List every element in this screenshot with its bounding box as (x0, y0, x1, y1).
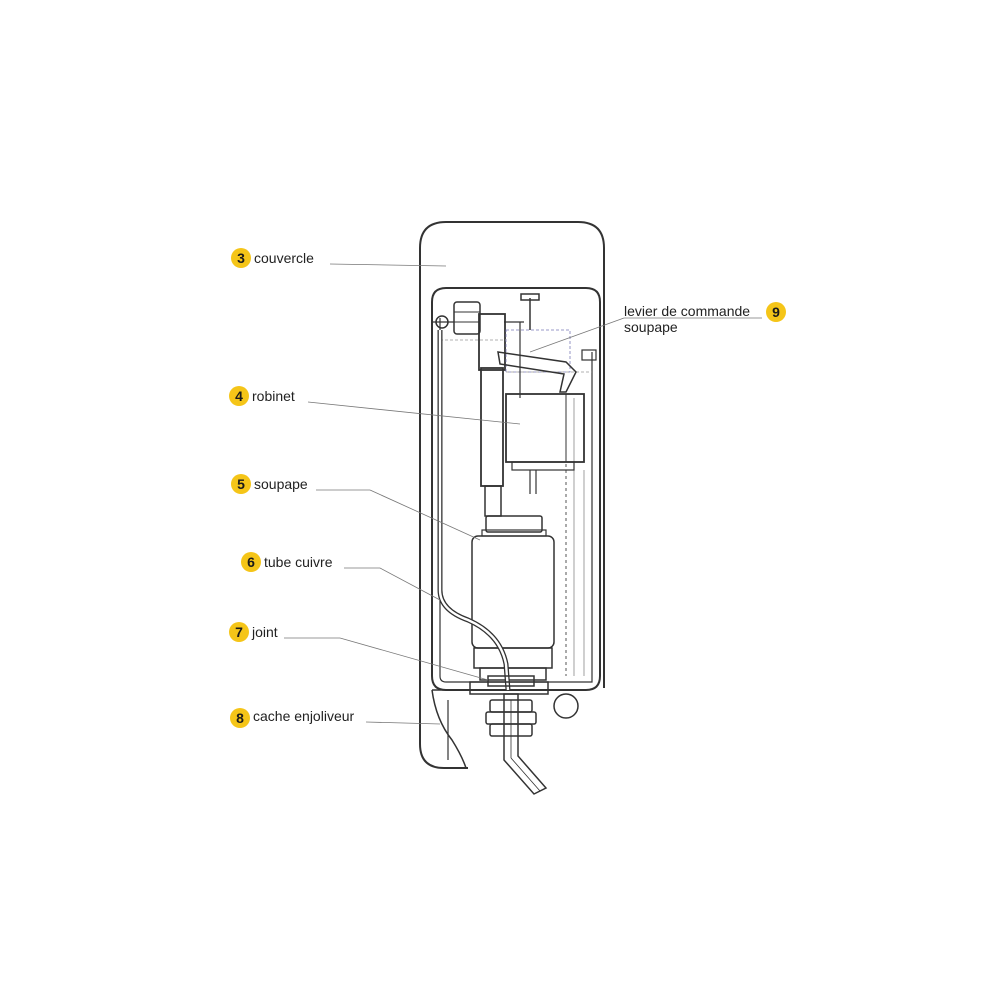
tank-inner-wall (439, 318, 593, 683)
copper-tube (437, 330, 511, 691)
badge-3-number: 3 (237, 250, 245, 266)
badge-5-number: 5 (237, 476, 245, 492)
label-9: 9 levier de commande soupape (624, 302, 786, 335)
label-4: 4 robinet (229, 386, 295, 406)
top-rod-cap (520, 293, 540, 301)
valve-housing (505, 393, 585, 463)
leader-lines (284, 263, 762, 725)
label-levier-soupape: soupape (624, 319, 678, 335)
drain-knob (553, 693, 579, 719)
badge-8-number: 8 (236, 710, 244, 726)
float-base (473, 647, 553, 669)
label-5: 5 soupape (231, 474, 308, 494)
outlet-pipe (503, 693, 548, 795)
label-levier-de-commande: levier de commande (624, 303, 750, 319)
float-cap-ring (481, 529, 547, 537)
badge-3 (231, 248, 251, 268)
cistern-outer-shell (419, 221, 605, 769)
label-joint: joint (251, 624, 278, 640)
cache-enjoliveur-shape (431, 689, 467, 769)
label-tube-cuivre: tube cuivre (264, 554, 333, 570)
inlet-nut (453, 301, 481, 335)
leader-levier (529, 317, 625, 353)
label-robinet: robinet (252, 388, 295, 404)
overflow-clip (581, 349, 597, 361)
badge-4-number: 4 (235, 388, 243, 404)
badge-6 (241, 552, 261, 572)
float-cap (485, 515, 543, 533)
badge-7 (229, 622, 249, 642)
badge-7-number: 7 (235, 624, 243, 640)
label-8: 8 cache enjoliveur (230, 708, 355, 728)
float-base-lower (479, 667, 547, 681)
badge-4 (229, 386, 249, 406)
cistern-illustration (419, 221, 605, 795)
label-cache-enjoliveur: cache enjoliveur (253, 708, 355, 724)
leader-tube-cuivre-2 (379, 567, 441, 601)
leader-couvercle (329, 263, 447, 267)
robinet-lower (484, 485, 502, 517)
copper-tube-inner (438, 330, 510, 691)
badge-8 (230, 708, 250, 728)
leader-joint-2 (339, 637, 489, 681)
label-6: 6 tube cuivre (241, 552, 333, 572)
robinet-body (480, 367, 504, 487)
badge-9 (766, 302, 786, 322)
label-3: 3 couvercle (231, 248, 314, 268)
badge-5 (231, 474, 251, 494)
valve-housing-foot (511, 461, 575, 471)
label-soupape: soupape (254, 476, 308, 492)
leader-soupape-2 (369, 489, 481, 541)
leader-robinet (307, 401, 521, 425)
robinet-body-upper (478, 313, 506, 371)
label-7: 7 joint (229, 622, 278, 642)
badge-6-number: 6 (247, 554, 255, 570)
joint-ring (487, 675, 535, 687)
inner-tank (431, 287, 601, 691)
badge-9-number: 9 (772, 304, 780, 320)
leader-cache-enjoliveur (365, 721, 441, 725)
label-couvercle: couvercle (254, 250, 314, 266)
lever-arm (497, 351, 577, 393)
